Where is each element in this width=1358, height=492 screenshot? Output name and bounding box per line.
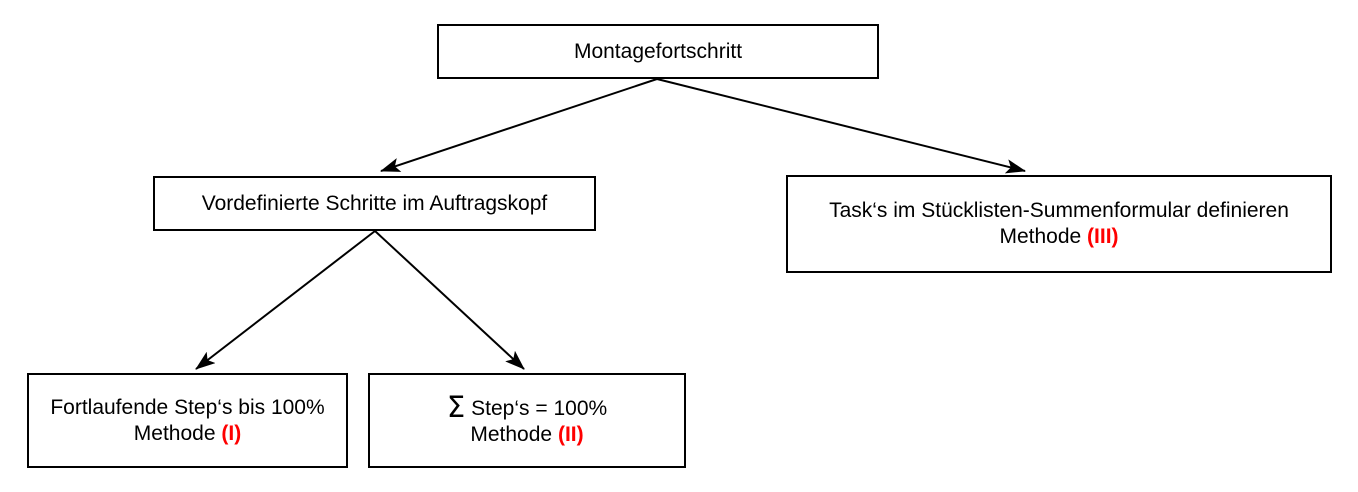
node-sequential-label: Fortlaufende Step‘s bis 100% bbox=[50, 395, 325, 419]
node-tasks-stuecklisten-summenformular[interactable]: Task‘s im Stücklisten-Summenformular def… bbox=[786, 175, 1332, 273]
node-sequential-method-numeral: (I) bbox=[221, 421, 242, 445]
edge-root-to-tasks bbox=[656, 78, 1026, 174]
node-tasks-method-numeral: (III) bbox=[1087, 225, 1119, 248]
node-sum-method-line: Methode (II) bbox=[470, 422, 583, 448]
node-montagefortschritt[interactable]: Montagefortschritt bbox=[437, 24, 879, 79]
node-sequential-method-label: Methode bbox=[133, 421, 216, 445]
node-root-label: Montagefortschritt bbox=[573, 39, 743, 63]
node-tasks-method-line: Methode (III) bbox=[999, 224, 1118, 250]
node-predefined-label: Vordefinierte Schritte im Auftragskopf bbox=[201, 191, 548, 215]
node-vordefinierte-schritte[interactable]: Vordefinierte Schritte im Auftragskopf bbox=[153, 176, 596, 231]
node-sequential-method-line: Methode (I) bbox=[134, 421, 241, 447]
edge-predefined-to-sum bbox=[374, 230, 525, 370]
node-tasks-label: Task‘s im Stücklisten-Summenformular def… bbox=[829, 199, 1289, 223]
sigma-icon: Σ bbox=[446, 389, 466, 424]
edge-root-to-predefined bbox=[380, 78, 658, 172]
edge-predefined-to-sequential bbox=[195, 230, 376, 370]
node-sum-method-numeral: (II) bbox=[557, 422, 584, 446]
node-tasks-method-label: Methode bbox=[999, 225, 1082, 248]
node-sum-label: Step‘s = 100% bbox=[471, 396, 608, 420]
node-fortlaufende-steps[interactable]: Fortlaufende Step‘s bis 100% Methode (I) bbox=[27, 373, 348, 468]
node-sum-method-label: Methode bbox=[470, 422, 553, 446]
